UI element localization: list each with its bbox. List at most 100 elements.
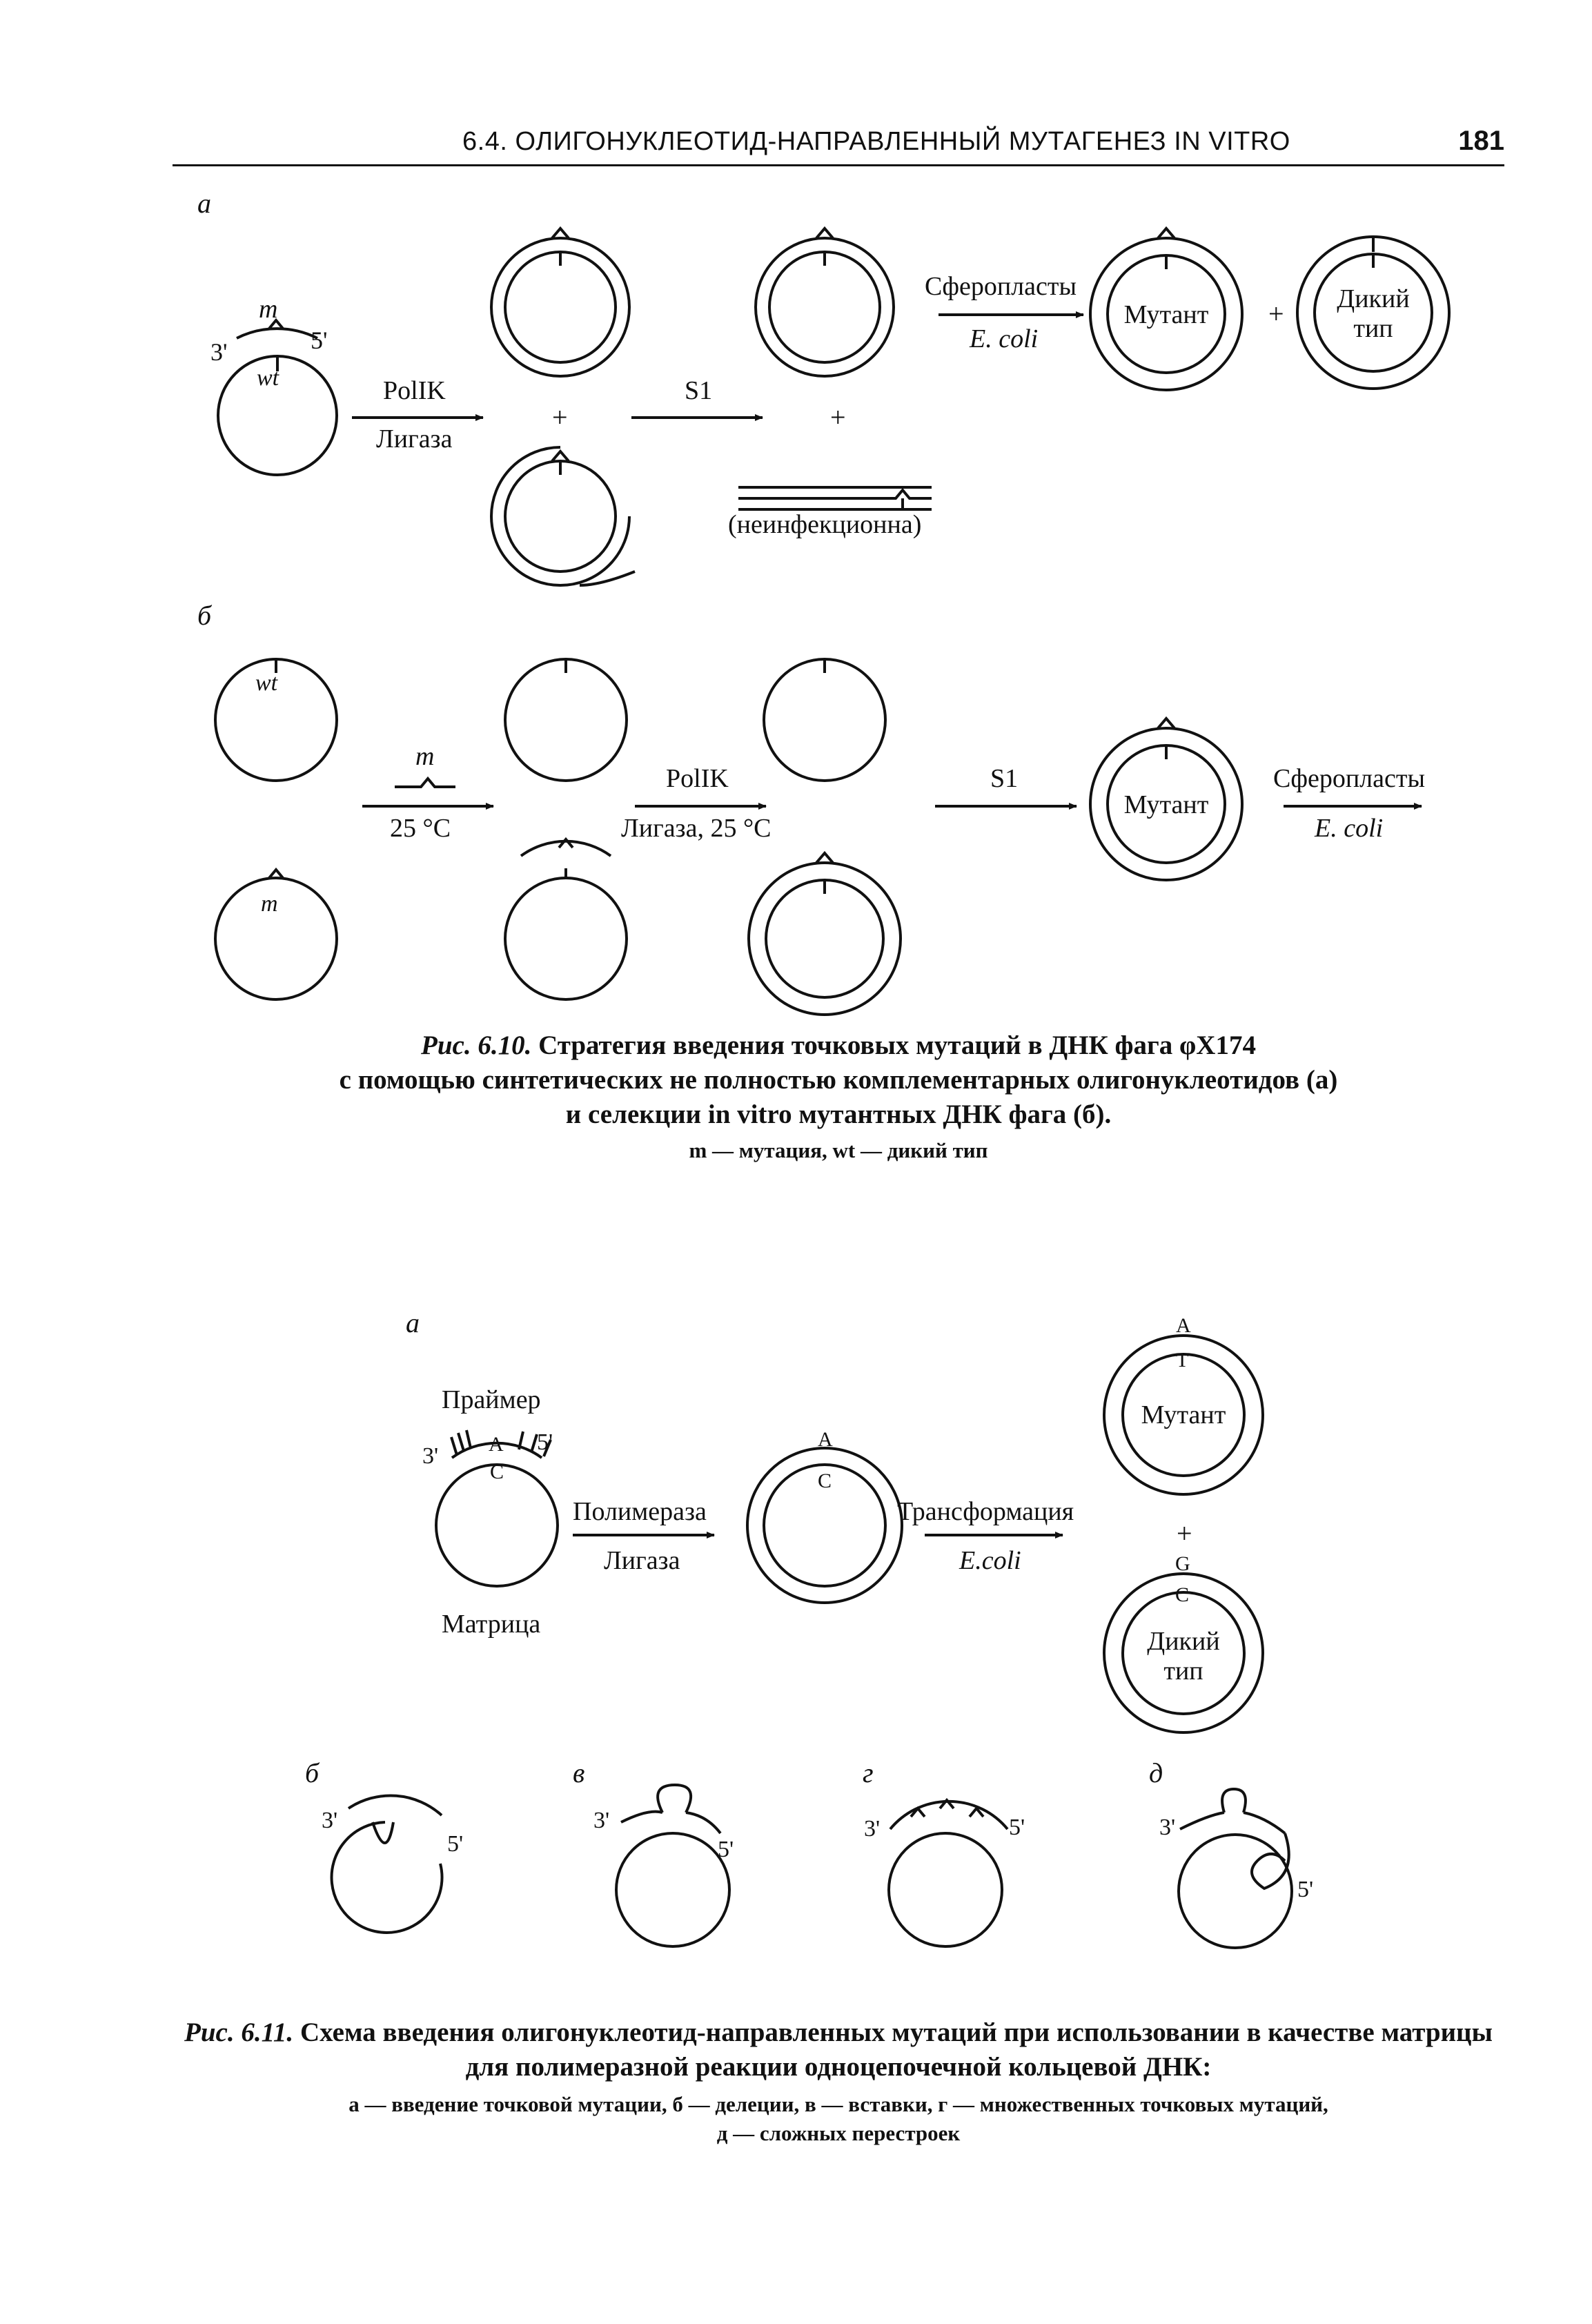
figure-6-11-caption: Рис. 6.11. Схема введения олигонуклеотид… bbox=[138, 2015, 1539, 2148]
plus-611: + bbox=[1177, 1518, 1192, 1549]
arrow3-top-label: Сферопласты bbox=[925, 272, 1077, 301]
label-m: m bbox=[259, 295, 277, 324]
hd-base-C: C bbox=[818, 1469, 832, 1492]
mutant-label-611: Мутант bbox=[1141, 1400, 1226, 1429]
noninfectious-label: (неинфекционна) bbox=[728, 510, 921, 539]
ligase-label: Лигаза bbox=[604, 1546, 680, 1575]
hd-base-A: A bbox=[818, 1428, 833, 1451]
b-5prime: 5' bbox=[447, 1831, 463, 1857]
primer-base-C: C bbox=[490, 1461, 504, 1483]
panel-g-letter-611: г bbox=[863, 1757, 874, 1788]
label-wt: wt bbox=[257, 365, 280, 391]
plus-a3: + bbox=[1268, 298, 1284, 329]
ecoli-label: E.coli bbox=[959, 1546, 1021, 1575]
figure-6-10: а m 3' 5' wt PolIK Лигаза + S1 + bbox=[197, 188, 1451, 1016]
header-title: 6.4. ОЛИГОНУКЛЕОТИД-НАПРАВЛЕННЫЙ МУТАГЕН… bbox=[462, 127, 1290, 156]
primer-3prime: 3' bbox=[422, 1443, 438, 1469]
m-single-circle bbox=[214, 867, 338, 1001]
caption-611-label: Рис. 6.11. bbox=[184, 2018, 294, 2047]
plus-a2: + bbox=[830, 402, 846, 433]
wildtype-label-a2: тип bbox=[1353, 314, 1393, 343]
b-arrow2-bottom-label: Лигаза, 25 °C bbox=[621, 814, 771, 843]
wildtype-circle-611 bbox=[1103, 1572, 1264, 1734]
page-header: 6.4. ОЛИГОНУКЛЕОТИД-НАПРАВЛЕННЫЙ МУТАГЕН… bbox=[173, 123, 1504, 166]
v-5prime: 5' bbox=[718, 1837, 734, 1862]
wt-base-C: C bbox=[1175, 1583, 1189, 1606]
mutant-circle-611 bbox=[1103, 1334, 1264, 1496]
panel-v-letter-611: в bbox=[573, 1757, 584, 1788]
complex-rearrangement-circle bbox=[1177, 1787, 1293, 1949]
d-3prime: 3' bbox=[1159, 1815, 1175, 1840]
v-3prime: 3' bbox=[593, 1808, 609, 1833]
stage2-bottom-circle bbox=[504, 837, 628, 1001]
b-arrow1-bottom-label: 25 °C bbox=[390, 814, 451, 843]
caption-610-line3: и селекции in vitro мутантных ДНК фага (… bbox=[565, 1100, 1112, 1129]
arrow1-bottom-label: Лигаза bbox=[376, 424, 453, 453]
g-3prime: 3' bbox=[864, 1816, 880, 1842]
insertion-circle bbox=[615, 1783, 731, 1948]
b-arrow4-bottom-label: E. coli bbox=[1314, 814, 1383, 843]
b-arrow4-top-label: Сферопласты bbox=[1273, 764, 1425, 793]
g-5prime: 5' bbox=[1009, 1815, 1025, 1840]
b-3prime: 3' bbox=[322, 1808, 337, 1833]
panel-b-letter: б bbox=[197, 600, 213, 631]
plus-a1: + bbox=[552, 402, 568, 433]
primer-label: Праймер bbox=[442, 1385, 541, 1414]
arrow1-top-label: PolIK bbox=[383, 376, 446, 405]
primer-base-A: A bbox=[489, 1433, 504, 1456]
label-3prime: 3' bbox=[210, 338, 228, 366]
transformation-label: Трансформация bbox=[897, 1497, 1074, 1526]
b-arrow2-top-label: PolIK bbox=[666, 764, 729, 793]
panel-d-letter-611: д bbox=[1149, 1757, 1163, 1788]
oligo-symbol bbox=[395, 776, 455, 788]
deletion-circle bbox=[330, 1794, 444, 1934]
label-5prime: 5' bbox=[311, 326, 328, 354]
s1-product-circle bbox=[754, 226, 895, 378]
arrow3-bottom-label: E. coli bbox=[969, 324, 1038, 353]
primer-template-circle bbox=[435, 1429, 559, 1588]
stage2-top-circle bbox=[504, 658, 628, 782]
mutant-base-T: T bbox=[1176, 1349, 1188, 1371]
caption-611-line2: для полимеразной реакции одноцепочечной … bbox=[465, 2052, 1212, 2082]
figure-6-10-caption: Рис. 6.10. Стратегия введения точковых м… bbox=[173, 1028, 1504, 1165]
d-5prime: 5' bbox=[1297, 1877, 1313, 1902]
wildtype-label-611a: Дикий bbox=[1147, 1627, 1219, 1656]
fig611-panel-a-letter: а bbox=[406, 1307, 420, 1338]
mutant-label-b: Мутант bbox=[1124, 790, 1209, 819]
multiple-point-circle bbox=[887, 1797, 1009, 1948]
caption-611-line1: Схема введения олигонуклеотид-направленн… bbox=[299, 2018, 1493, 2047]
mutant-label-a: Мутант bbox=[1124, 300, 1209, 329]
stage3-bottom-circle bbox=[747, 850, 902, 1016]
caption-611-legend1: а — введение точковой мутации, б — делец… bbox=[348, 2092, 1328, 2116]
panel-a-letter: а bbox=[197, 188, 211, 219]
template-circle-wt bbox=[217, 318, 338, 476]
page-number: 181 bbox=[1458, 126, 1504, 156]
b-arrow1-top-label: m bbox=[415, 742, 434, 771]
heteroduplex-611 bbox=[746, 1447, 903, 1604]
wildtype-label-a1: Дикий bbox=[1337, 284, 1409, 313]
wildtype-label-611b: тип bbox=[1163, 1657, 1203, 1686]
mutant-base-A: A bbox=[1176, 1314, 1191, 1337]
caption-610-label: Рис. 6.10. bbox=[421, 1031, 532, 1060]
stage3-top-circle bbox=[763, 658, 887, 782]
wt-base-G: G bbox=[1175, 1552, 1190, 1575]
template-label: Матрица bbox=[442, 1610, 540, 1639]
m-label-b: m bbox=[261, 891, 278, 917]
heteroduplex-circle bbox=[490, 226, 631, 378]
caption-611-legend2: д — сложных перестроек bbox=[716, 2121, 961, 2145]
mutant-circle-a bbox=[1089, 226, 1244, 391]
caption-610-legend: m — мутация, wt — дикий тип bbox=[689, 1138, 988, 1162]
linear-dna bbox=[738, 486, 932, 511]
polymerase-label: Полимераза bbox=[573, 1497, 707, 1526]
panel-b-letter-611: б bbox=[305, 1757, 320, 1788]
partial-duplex-circle bbox=[490, 446, 636, 587]
wildtype-circle-a bbox=[1296, 235, 1451, 390]
wt-single-circle bbox=[214, 658, 338, 782]
primer-5prime: 5' bbox=[537, 1429, 553, 1455]
wt-label-b: wt bbox=[255, 670, 279, 696]
arrow2-top-label: S1 bbox=[685, 376, 712, 405]
b-arrow3-top-label: S1 bbox=[990, 764, 1018, 793]
mutant-circle-b bbox=[1089, 716, 1244, 881]
caption-610-line1: Стратегия введения точковых мутаций в ДН… bbox=[538, 1031, 1256, 1060]
figure-6-11: а Праймер 3' 5' A C Матрица Полимераза Л… bbox=[305, 1307, 1313, 1949]
